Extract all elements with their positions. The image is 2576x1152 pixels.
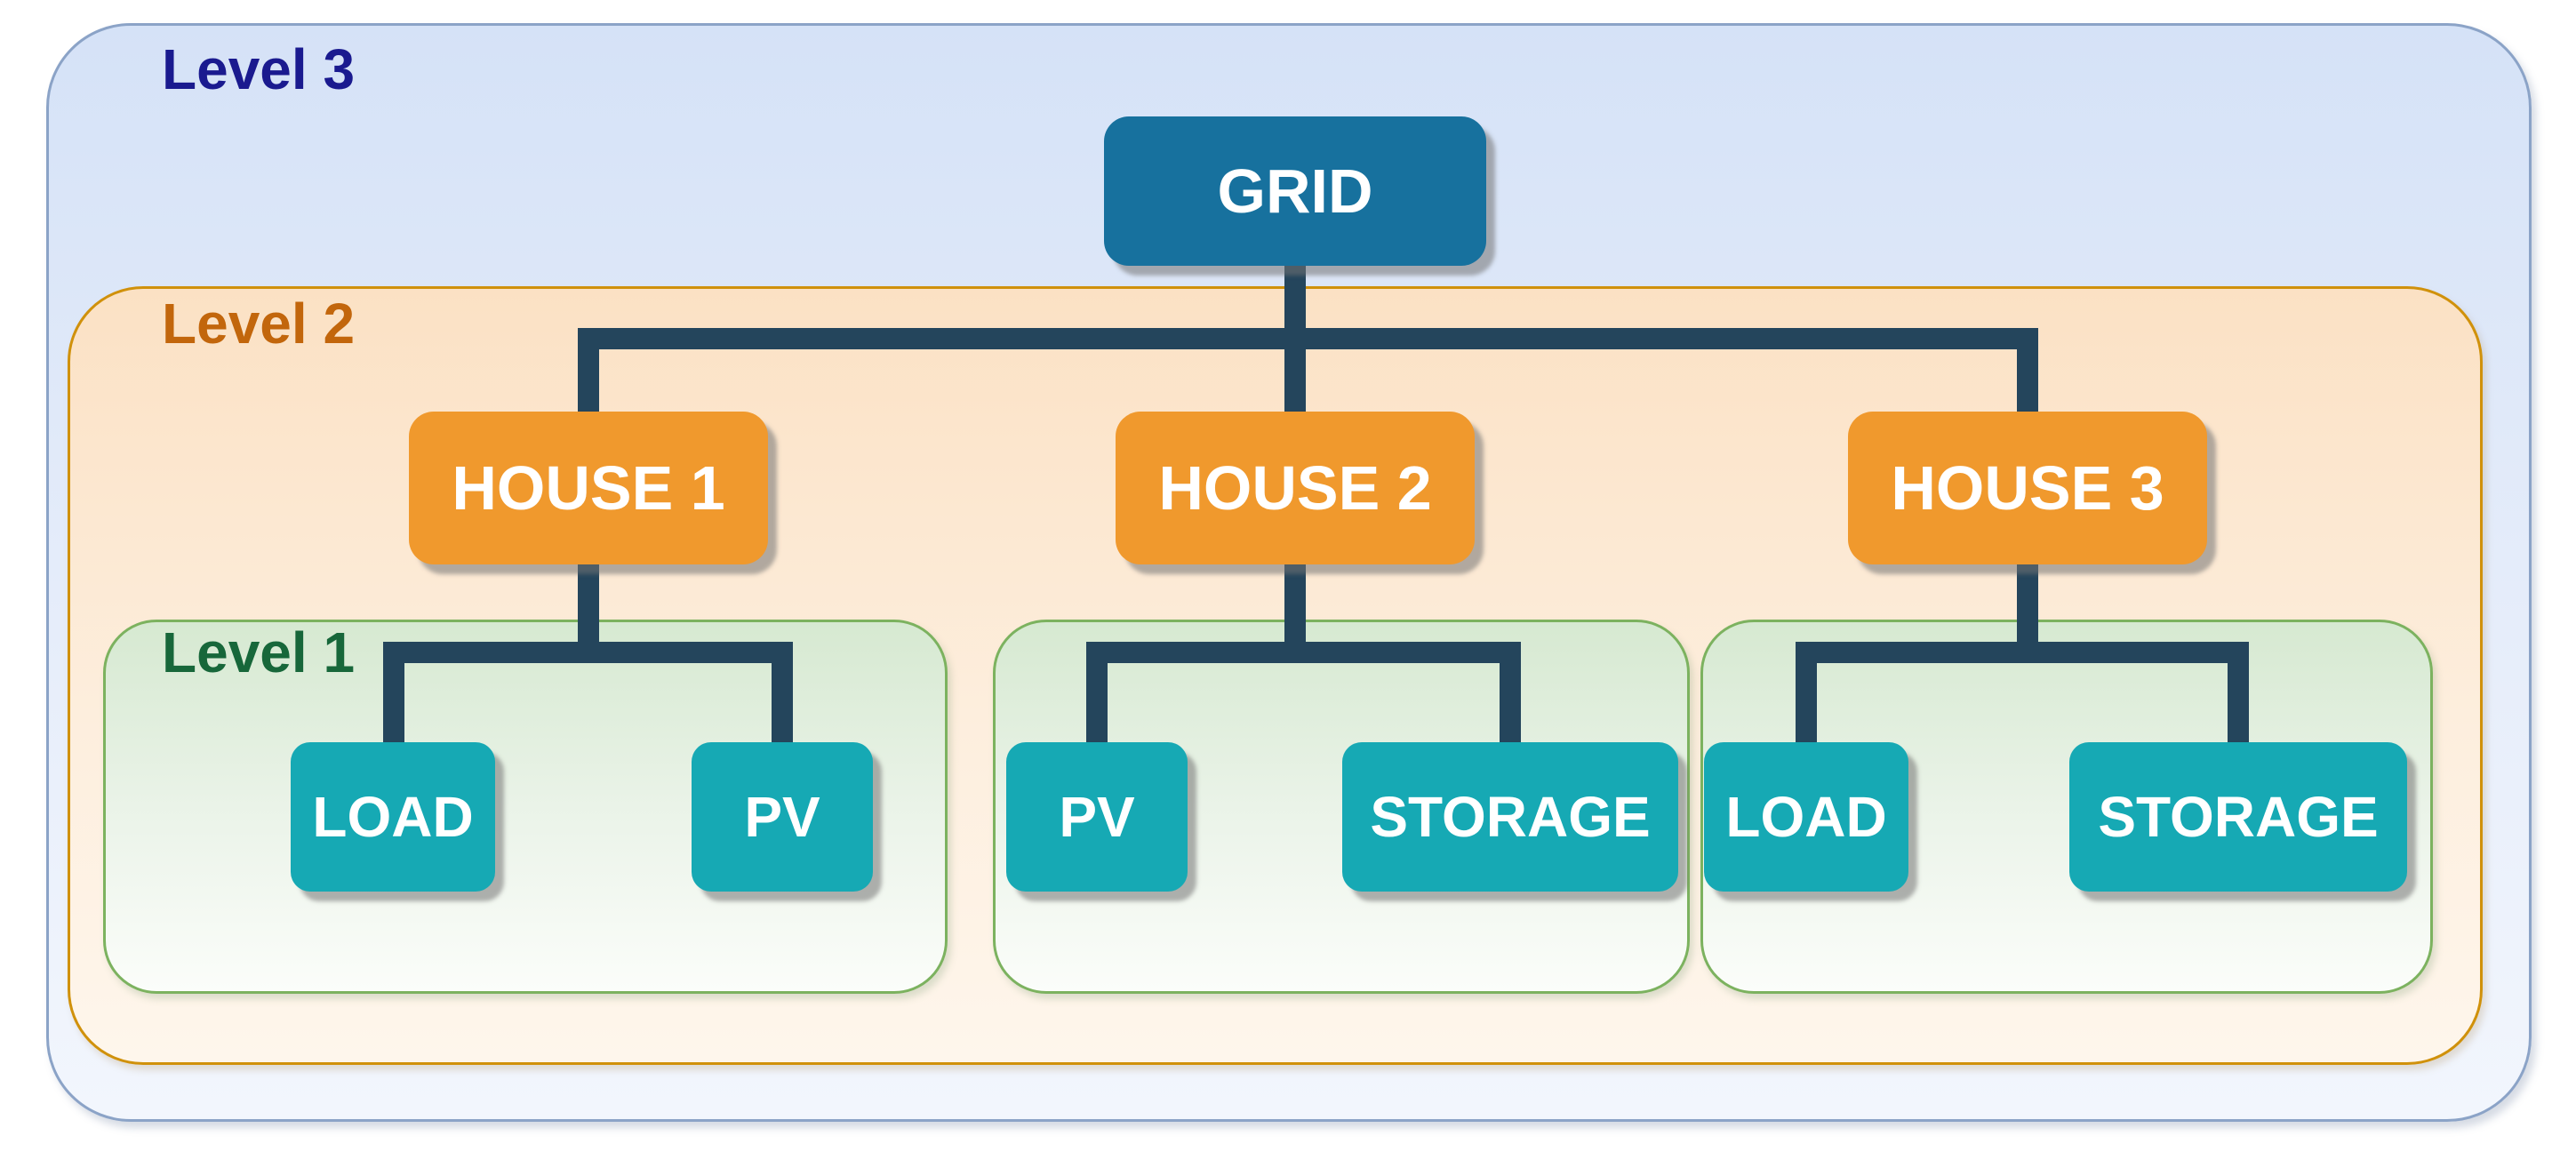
- connector-main-bus: [578, 328, 2038, 349]
- connector-drop-house3: [2017, 328, 2038, 418]
- house-2-storage-node: STORAGE: [1342, 742, 1678, 892]
- connector-house3-subbus: [1796, 642, 2249, 663]
- house-3-load-node: LOAD: [1704, 742, 1908, 892]
- house-1-load-node: LOAD: [291, 742, 495, 892]
- level-2-label: Level 2: [162, 292, 356, 356]
- connector-drop-load3: [1796, 642, 1817, 748]
- level-1-label: Level 1: [162, 620, 356, 684]
- connector-drop-storage2: [1500, 642, 1521, 748]
- connector-drop-pv2: [1086, 642, 1108, 748]
- level-3-label: Level 3: [162, 37, 356, 101]
- connector-drop-house1: [578, 328, 599, 418]
- house-3-storage-node: STORAGE: [2069, 742, 2407, 892]
- house-1-node: HOUSE 1: [409, 412, 768, 564]
- connector-drop-pv1: [772, 642, 793, 748]
- grid-node: GRID: [1104, 116, 1486, 266]
- house-2-pv-node: PV: [1006, 742, 1188, 892]
- connector-house1-subbus: [383, 642, 793, 663]
- connector-drop-storage3: [2228, 642, 2249, 748]
- connector-drop-load1: [383, 642, 404, 748]
- connector-house2-subbus: [1086, 642, 1521, 663]
- house-2-node: HOUSE 2: [1116, 412, 1475, 564]
- house-3-node: HOUSE 3: [1848, 412, 2207, 564]
- house-1-pv-node: PV: [692, 742, 873, 892]
